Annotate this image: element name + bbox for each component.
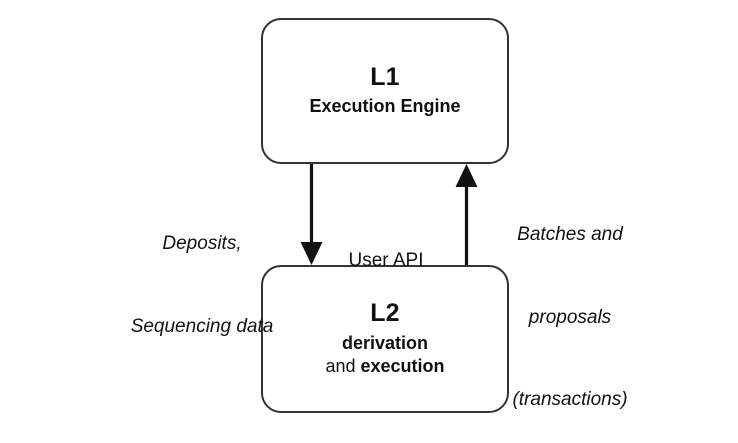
edge-label-deposits: Deposits, Sequencing data: [118, 175, 286, 395]
node-l1-title: L1: [370, 62, 400, 91]
node-l2-subtitle-line1: derivation: [341, 332, 429, 353]
node-l1-subtitle: Execution Engine: [309, 95, 461, 116]
node-l2-subtitle-and: and: [325, 356, 361, 376]
edge-label-deposits-line1: Deposits,: [162, 233, 242, 255]
arrow-up-l2-to-l1: [455, 164, 478, 265]
edge-label-user-api-line1: User API: [348, 250, 424, 272]
edge-label-batches-line1: Batches and: [517, 224, 623, 246]
edge-label-user-api: User API: [340, 192, 432, 330]
edge-label-batches-line3: (transactions): [512, 389, 628, 411]
edge-label-batches-line2: proposals: [528, 306, 612, 328]
node-l1[interactable]: L1 Execution Engine: [261, 18, 509, 164]
node-l2-title: L2: [370, 298, 400, 327]
node-l2[interactable]: L2 derivation and execution: [261, 265, 509, 413]
edge-label-deposits-line2: Sequencing data: [130, 315, 274, 337]
arrow-down-l1-to-l2: [300, 164, 323, 265]
node-l2-subtitle-execution: execution: [360, 356, 445, 376]
edge-label-batches: Batches and proposals (transactions): [500, 166, 640, 443]
node-l2-subtitle-line2: and execution: [325, 355, 444, 378]
